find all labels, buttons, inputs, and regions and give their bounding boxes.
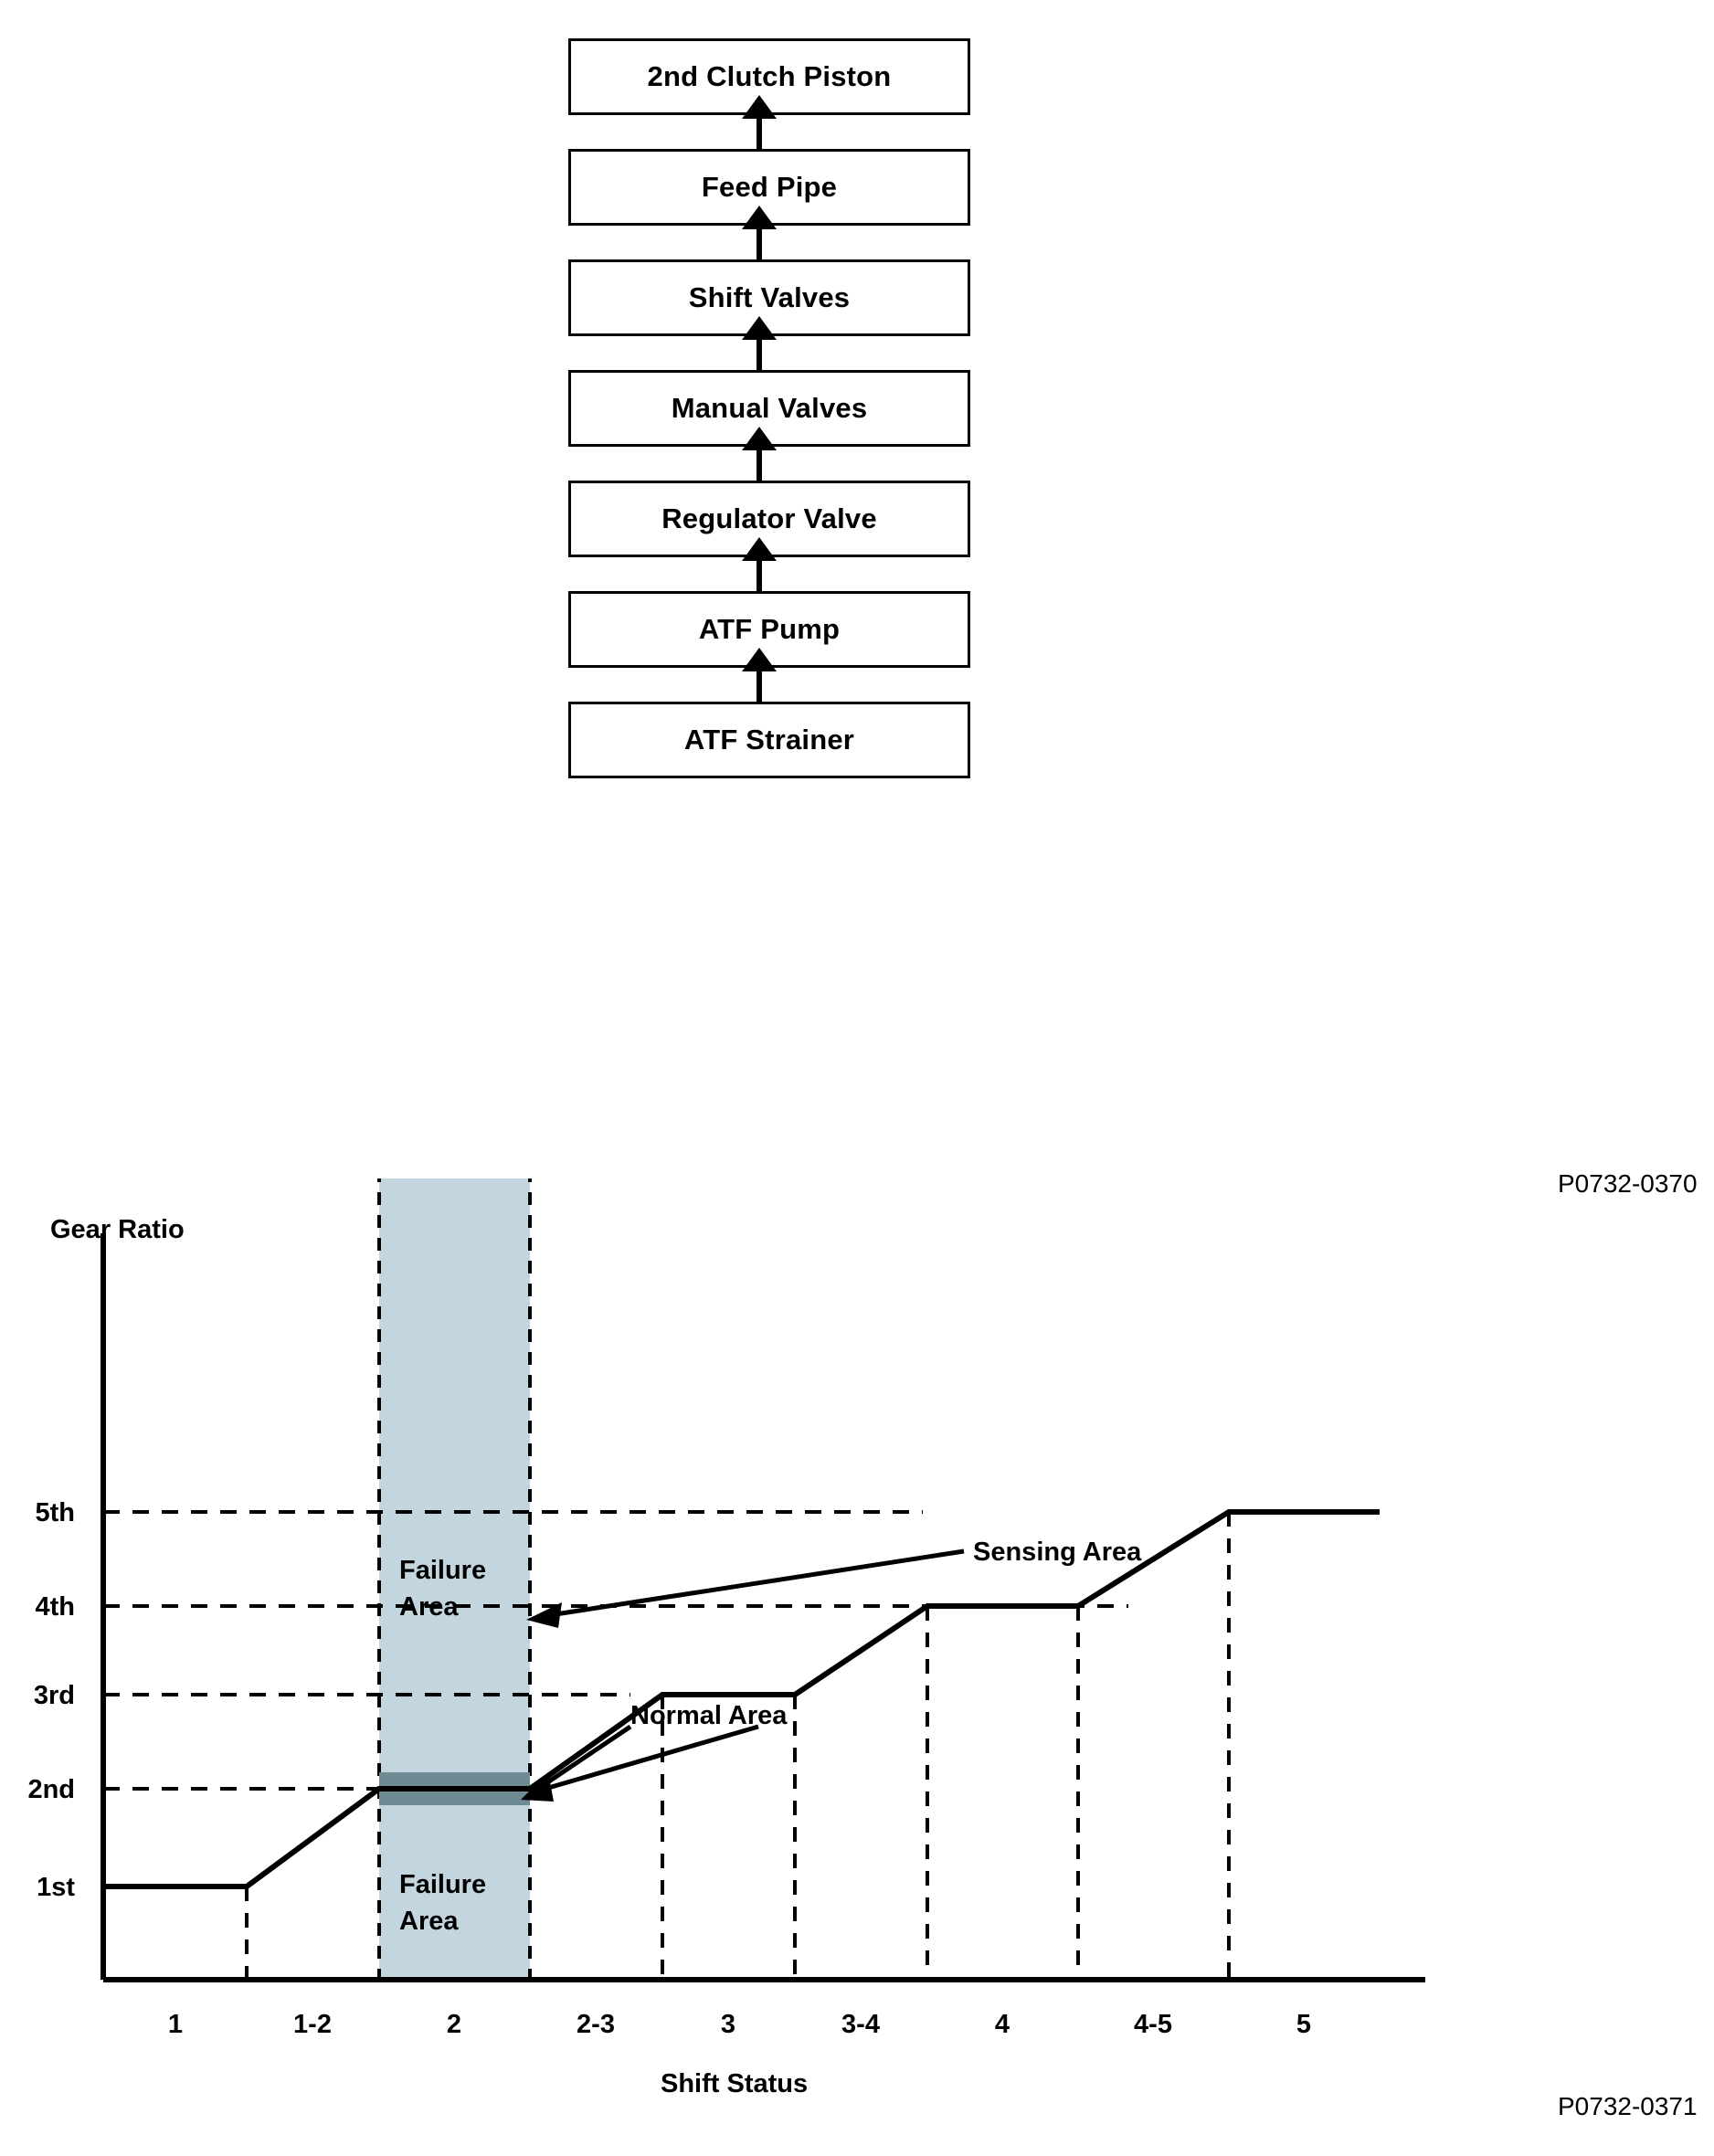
y-tick-label-4th: 4th <box>36 1592 76 1622</box>
sensing-area-border <box>377 1178 532 1982</box>
failure-area-upper-line2: Area <box>399 1592 459 1622</box>
flow-box-label: Feed Pipe <box>701 171 838 203</box>
x-tick-label-2-3: 2-3 <box>577 2010 615 2039</box>
flow-box-label: 2nd Clutch Piston <box>647 60 892 92</box>
x-axis-title: Shift Status <box>661 2069 808 2098</box>
reference-code-flow-diagram: P0732-0370 <box>1558 1169 1698 1198</box>
gear-ratio-curve <box>103 1509 1380 1889</box>
flow-box-atf-pump: ATF Pump <box>568 591 970 668</box>
failure-area-upper-line1: Failure <box>399 1556 486 1585</box>
flow-arrow-up-icon <box>756 447 762 481</box>
gear-ratio-chart: 5th 4th 3rd 2nd 1st 1 1-2 2 2-3 3 3-4 4 … <box>0 1178 1714 2156</box>
y-tick-label-5th: 5th <box>36 1498 76 1527</box>
x-tick-label-4: 4 <box>995 2010 1010 2039</box>
sensing-area-label: Sensing Area <box>973 1538 1142 1567</box>
hydraulic-flow-diagram: 2nd Clutch Piston Feed Pipe Shift Valves… <box>0 0 1714 1178</box>
y-axis-title-label: Gear Ratio <box>50 1215 185 1244</box>
flow-arrow-up-icon <box>756 668 762 702</box>
x-tick-label-1: 1 <box>168 2010 183 2039</box>
flow-arrow-up-icon <box>756 336 762 370</box>
normal-area-leader-line-2 <box>532 1724 759 1795</box>
sensing-area-band <box>379 1178 530 1980</box>
x-tick-label-4-5: 4-5 <box>1134 2010 1172 2039</box>
normal-area-arrow-icon <box>521 1772 554 1802</box>
flow-arrow-up-icon <box>756 115 762 149</box>
x-tick-label-3: 3 <box>721 2010 735 2039</box>
flow-box-label: ATF Pump <box>698 613 841 645</box>
flow-arrow-up-icon <box>756 557 762 591</box>
chart-canvas: 5th 4th 3rd 2nd 1st 1 1-2 2 2-3 3 3-4 4 … <box>27 1178 1425 2098</box>
x-tick-label-2: 2 <box>447 2010 461 2039</box>
sensing-area-leader-line <box>543 1548 965 1619</box>
y-tick-label-1st: 1st <box>37 1873 75 1902</box>
x-tick-label-1-2: 1-2 <box>293 2010 332 2039</box>
reference-code-gear-chart: P0732-0371 <box>1558 2092 1698 2120</box>
x-tick-label-3-4: 3-4 <box>841 2010 880 2039</box>
failure-area-lower-line2: Area <box>399 1907 459 1936</box>
flow-box-label: Manual Valves <box>671 392 868 424</box>
flow-arrow-up-icon <box>756 226 762 259</box>
flow-box-atf-strainer: ATF Strainer <box>568 702 970 778</box>
y-tick-label-3rd: 3rd <box>34 1681 75 1710</box>
sensing-area-arrow-icon <box>526 1602 562 1628</box>
normal-area-label: Normal Area <box>630 1701 788 1730</box>
flow-box-label: Shift Valves <box>688 281 851 313</box>
flow-box-label: Regulator Valve <box>661 502 877 534</box>
x-tick-label-5: 5 <box>1296 2010 1311 2039</box>
failure-area-lower-line1: Failure <box>399 1870 486 1899</box>
flow-box-label: ATF Strainer <box>683 724 855 756</box>
y-tick-label-2nd: 2nd <box>27 1775 75 1804</box>
